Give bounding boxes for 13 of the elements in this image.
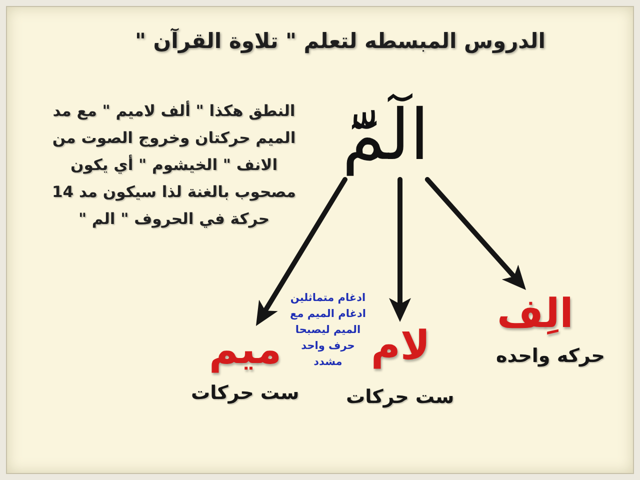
idgham-note: ادغام متماثلين ادغام الميم مع الميم ليصبحا حرف واحد مشدد <box>289 291 367 370</box>
explanation-paragraph: النطق هكذا " ألف لاميم " مع مد الميم حركتان وخروج الصوت من الانف " الخيشوم " أي يكون مصحوب بالغنة لذا سيكون مد 14 حركة في الحروف " الم " <box>51 100 297 230</box>
caption-text: ست حركات <box>346 385 454 410</box>
arrow <box>389 177 411 322</box>
title-heading: الدروس المبسطه لتعلم " تلاوة القرآن " <box>135 27 546 56</box>
caption-text: حركه واحده <box>496 344 605 369</box>
arabic-letters-heading: الٓمّٓ <box>342 92 430 180</box>
letter-name: الِف <box>497 290 574 338</box>
caption-text: ست حركات <box>191 381 300 406</box>
letter-name: ميم <box>209 326 282 374</box>
letter-name: لام <box>371 322 430 370</box>
arrow <box>256 177 348 326</box>
arrow <box>424 177 526 290</box>
